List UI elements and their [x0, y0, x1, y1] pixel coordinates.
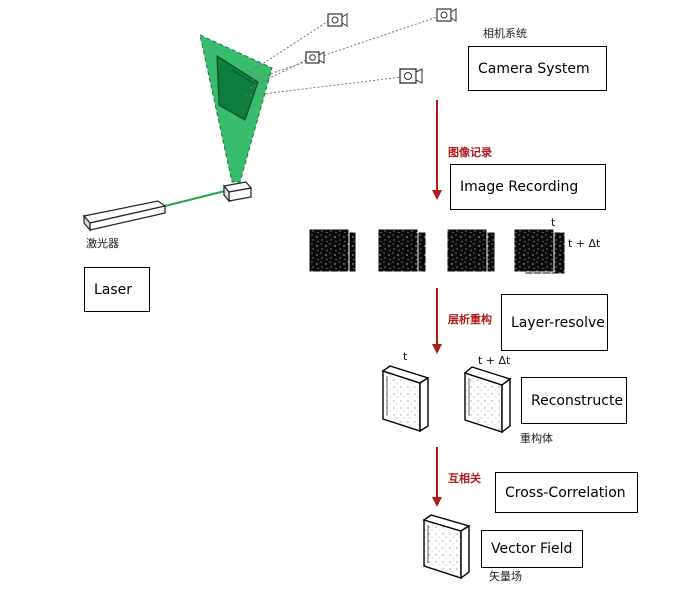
- laser-cn-label: 激光器: [86, 237, 119, 250]
- reconstructed-cn-label: 重构体: [520, 432, 553, 445]
- particle-image-icon: [446, 228, 496, 273]
- layer-resolve-box-label: Layer-resolve: [511, 314, 605, 331]
- volume-block-icon: [463, 366, 512, 434]
- time-label-t-dt: t + Δt: [568, 237, 601, 250]
- time-label-t: t: [551, 216, 556, 229]
- vector-field-box: Vector Field: [481, 530, 583, 568]
- vector-field-box-label: Vector Field: [491, 541, 573, 557]
- particle-image-icon: [308, 228, 357, 273]
- vector-field-cn-label: 矢量场: [489, 570, 522, 583]
- cross-correlation-box: Cross-Correlation: [495, 472, 638, 513]
- reconstructe-box: Reconstructe: [521, 377, 627, 424]
- particle-image-icon: [377, 228, 427, 273]
- camera-icon: [327, 13, 348, 27]
- laser-device-icon: [82, 200, 167, 232]
- optics-block-icon: [222, 181, 253, 203]
- image-recording-step-label: 图像记录: [448, 146, 492, 159]
- laser-beam: [164, 190, 226, 207]
- camera-system-box-label: Camera System: [478, 60, 590, 77]
- cross-correlation-step-label: 互相关: [448, 472, 481, 485]
- time-label-t-dt: t + Δt: [478, 354, 511, 367]
- time-label-t: t: [403, 350, 408, 363]
- light-sheet: [199, 34, 273, 183]
- laser-box-label: Laser: [94, 281, 133, 298]
- camera-system-cn-label: 相机系统: [483, 27, 527, 40]
- cross-correlation-box-label: Cross-Correlation: [505, 484, 626, 501]
- layer-resolve-step-label: 层析重构: [448, 313, 492, 326]
- volume-block-icon: [381, 365, 430, 433]
- layer-resolve-box: Layer-resolve: [501, 294, 608, 351]
- image-recording-box-label: Image Recording: [460, 179, 579, 195]
- camera-icon: [399, 68, 423, 84]
- image-recording-box: Image Recording: [450, 164, 606, 210]
- camera-icon: [305, 51, 325, 64]
- reconstructe-box-label: Reconstructe: [531, 392, 624, 409]
- laser-box: Laser: [84, 267, 150, 312]
- particle-image-icon: [513, 228, 566, 275]
- camera-icon: [436, 8, 457, 22]
- camera-system-box: Camera System: [468, 46, 607, 91]
- camera-sight-lines: [245, 16, 438, 97]
- volume-block-icon: [422, 514, 471, 580]
